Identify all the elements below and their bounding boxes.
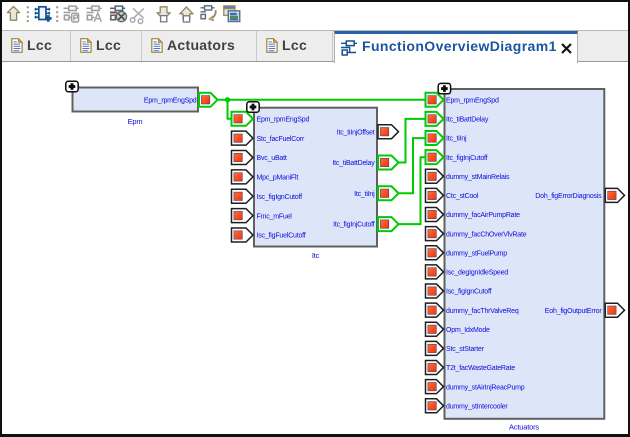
svg-text:Epm_rpmEngSpd: Epm_rpmEngSpd <box>144 97 197 104</box>
svg-text:Itc_tiBattDelay: Itc_tiBattDelay <box>332 160 375 167</box>
svg-text:Itc_tiInjOffset: Itc_tiInjOffset <box>337 129 375 136</box>
svg-text:Itc_tiInj: Itc_tiInj <box>354 191 375 198</box>
svg-text:Fmc_mFuel: Fmc_mFuel <box>257 213 293 220</box>
svg-text:Mpc_pManiFlt: Mpc_pManiFlt <box>257 175 299 182</box>
svg-text:Stc_facFuelCorr: Stc_facFuelCorr <box>257 136 305 143</box>
svg-text:Opm_IdxMode: Opm_IdxMode <box>446 327 490 334</box>
svg-text:Isc_degIgnIdleSpeed: Isc_degIgnIdleSpeed <box>446 270 508 277</box>
svg-text:Actuators: Actuators <box>509 423 539 432</box>
svg-text:Epm_rpmEngSpd: Epm_rpmEngSpd <box>446 97 499 104</box>
svg-text:Stc_stStarter: Stc_stStarter <box>446 346 485 353</box>
svg-text:Itc_tiBattDelay: Itc_tiBattDelay <box>446 117 489 124</box>
svg-text:T2t_facWasteGateRate: T2t_facWasteGateRate <box>446 365 515 372</box>
svg-text:Itc_tiInj: Itc_tiInj <box>446 136 467 143</box>
svg-text:Itc: Itc <box>312 251 320 260</box>
svg-text:Isc_figIgnCutoff: Isc_figIgnCutoff <box>446 289 492 296</box>
svg-text:dummy_facAirPumpRate: dummy_facAirPumpRate <box>446 212 520 219</box>
svg-text:Ctc_stCool: Ctc_stCool <box>446 193 479 200</box>
svg-text:Itc_figInjCutoff: Itc_figInjCutoff <box>446 155 488 162</box>
svg-text:Epm_rpmEngSpd: Epm_rpmEngSpd <box>257 116 310 123</box>
svg-text:Bvc_uBatt: Bvc_uBatt <box>257 155 287 162</box>
svg-text:Itc_figInjCutoff: Itc_figInjCutoff <box>333 222 375 229</box>
svg-text:dummy_facThrValveReq: dummy_facThrValveReq <box>446 308 519 315</box>
svg-text:Epm: Epm <box>128 117 143 126</box>
svg-text:dummy_stFuelPump: dummy_stFuelPump <box>446 250 507 257</box>
svg-text:dummy_stAirInjReacPump: dummy_stAirInjReacPump <box>446 384 525 391</box>
svg-text:dummy_stMainRelais: dummy_stMainRelais <box>446 174 510 181</box>
svg-text:dummy_facChOverVlvRate: dummy_facChOverVlvRate <box>446 231 527 238</box>
svg-text:dummy_stIntercooler: dummy_stIntercooler <box>446 403 508 410</box>
svg-text:Isc_figIgnCutoff: Isc_figIgnCutoff <box>257 194 303 201</box>
svg-text:Eoh_figOutputError: Eoh_figOutputError <box>545 308 603 315</box>
svg-text:Isc_figFuelCutoff: Isc_figFuelCutoff <box>257 233 306 240</box>
svg-text:Doh_figErrorDiagnosis: Doh_figErrorDiagnosis <box>535 193 602 200</box>
